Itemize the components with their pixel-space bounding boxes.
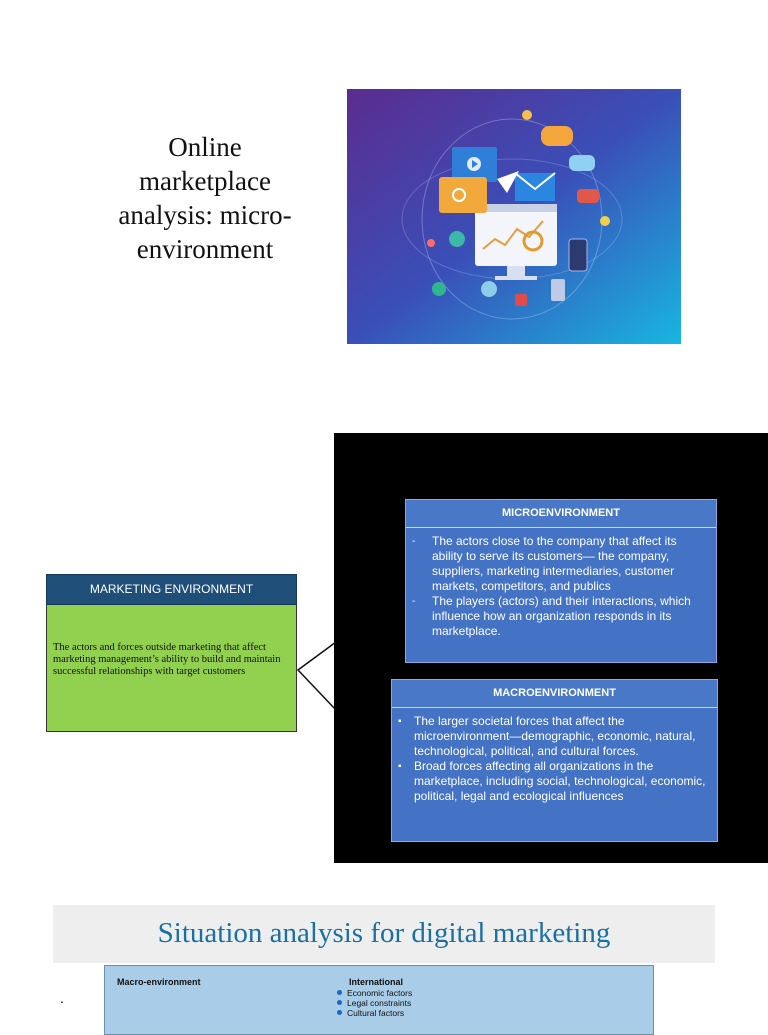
- connector-bracket: [296, 641, 337, 711]
- bullet-dot-icon: [337, 1010, 342, 1015]
- dash-marker: -: [412, 596, 416, 607]
- title-line: environment: [136, 234, 274, 264]
- international-list: Economic factors Legal constraints Cultu…: [337, 988, 412, 1018]
- title-line: analysis: micro-: [118, 200, 292, 230]
- factor-text: Cultural factors: [347, 1008, 405, 1018]
- international-factors: International Economic factors Legal con…: [337, 977, 412, 1018]
- factor-text: Legal constraints: [347, 998, 412, 1008]
- list-item: - The players (actors) and their interact…: [406, 594, 708, 639]
- bullet-text: The players (actors) and their interacti…: [432, 594, 691, 638]
- bullet-text: The larger societal forces that affect t…: [414, 714, 696, 758]
- factor-text: Economic factors: [347, 988, 413, 998]
- marketing-environment-header: MARKETING ENVIRONMENT: [46, 574, 297, 605]
- situation-analysis-banner: Situation analysis for digital marketing: [53, 905, 715, 963]
- slide-title: Online marketplace analysis: micro- envi…: [95, 130, 315, 266]
- title-line: Online: [168, 132, 242, 162]
- bullet-dot-icon: [337, 1000, 342, 1005]
- international-title: International: [349, 977, 404, 987]
- list-item: ▪ Broad forces affecting all organization…: [392, 759, 709, 804]
- list-item: - The actors close to the company that af…: [406, 534, 708, 594]
- list-item: Economic factors: [337, 988, 412, 998]
- macro-environment-label: Macro-environment: [117, 977, 201, 987]
- list-item: ▪ The larger societal forces that affect …: [392, 714, 709, 759]
- square-bullet-marker: ▪: [398, 761, 402, 772]
- macroenvironment-list: ▪ The larger societal forces that affect …: [392, 708, 717, 808]
- title-line: marketplace: [139, 166, 271, 196]
- list-item: Cultural factors: [337, 1008, 412, 1018]
- macroenvironment-card: MACROENVIRONMENT ▪ The larger societal fo…: [391, 679, 718, 842]
- microenvironment-header: MICROENVIRONMENT: [406, 500, 716, 528]
- marketing-environment-definition: The actors and forces outside marketing …: [46, 605, 297, 732]
- digital-marketing-illustration: [347, 89, 681, 344]
- dash-marker: -: [412, 536, 416, 547]
- situation-analysis-title: Situation analysis for digital marketing: [157, 917, 611, 949]
- bullet-text: Broad forces affecting all organizations…: [414, 759, 706, 803]
- bullet-text: The actors close to the company that aff…: [432, 534, 677, 593]
- microenvironment-card: MICROENVIRONMENT - The actors close to th…: [405, 499, 717, 663]
- microenvironment-list: - The actors close to the company that af…: [406, 528, 716, 643]
- marketing-environment-box: MARKETING ENVIRONMENT The actors and for…: [46, 574, 297, 732]
- bullet-dot-icon: [337, 990, 342, 995]
- macroenvironment-header: MACROENVIRONMENT: [392, 680, 717, 708]
- macro-environment-diagram: Macro-environment International Economic…: [104, 965, 654, 1035]
- square-bullet-marker: ▪: [398, 716, 402, 727]
- stray-mark: .: [60, 990, 64, 1006]
- list-item: Legal constraints: [337, 998, 412, 1008]
